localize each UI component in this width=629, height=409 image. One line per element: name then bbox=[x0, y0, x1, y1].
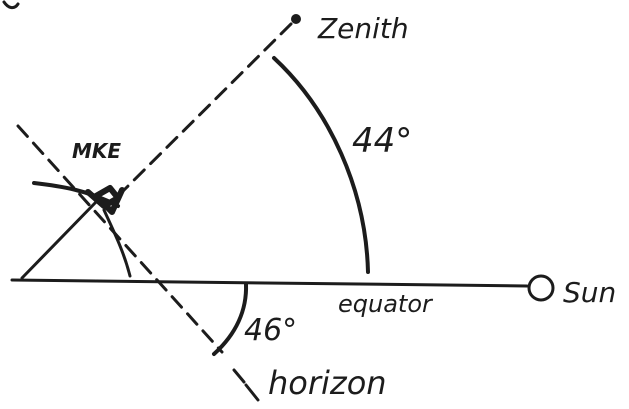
horizon-angle-arc bbox=[212, 282, 249, 356]
cropped-glyph bbox=[2, 0, 20, 10]
sun-label: Sun bbox=[563, 276, 616, 309]
equator-line bbox=[10, 278, 529, 288]
zenith-dot bbox=[291, 14, 301, 24]
zenith-angle-label: 44° bbox=[352, 121, 412, 161]
equator-label: equator bbox=[338, 290, 434, 318]
horizon-label: horizon bbox=[268, 364, 387, 402]
left-leg bbox=[20, 200, 98, 280]
sun-circle bbox=[527, 274, 555, 302]
zenith-angle-arc bbox=[272, 56, 370, 274]
zenith-line bbox=[116, 20, 295, 198]
location-label: MKE bbox=[72, 139, 121, 163]
right-leg bbox=[102, 208, 132, 278]
horizon-line bbox=[16, 124, 224, 354]
zenith-label: Zenith bbox=[317, 12, 409, 45]
horizon-line-tail bbox=[232, 368, 260, 402]
horizon-angle-label: 46° bbox=[244, 313, 297, 348]
mke-marker bbox=[85, 185, 125, 215]
